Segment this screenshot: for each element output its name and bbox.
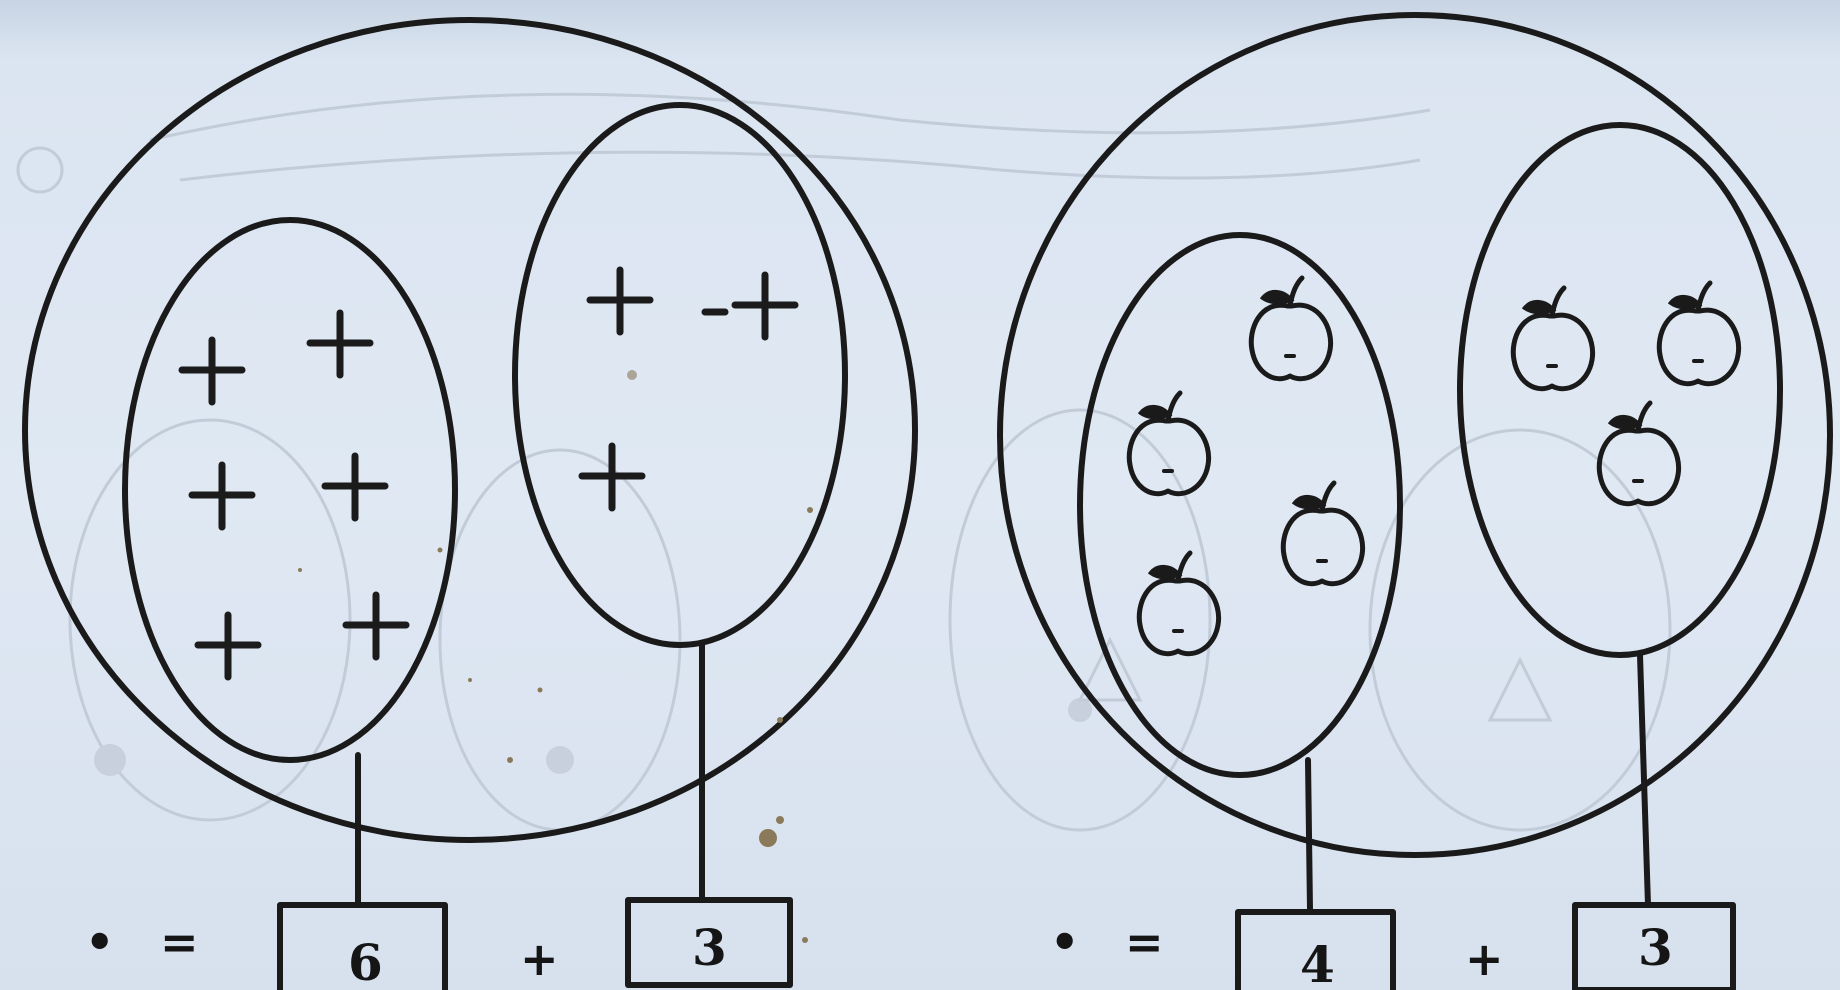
apple-icon bbox=[1283, 483, 1362, 584]
subset-a-oval-right bbox=[1080, 235, 1400, 775]
apple-icon bbox=[1251, 278, 1330, 379]
subset-b-items-left bbox=[582, 270, 795, 508]
plus-mark-icon bbox=[590, 270, 650, 332]
plus-mark-icon bbox=[192, 465, 252, 527]
answer-box-a-value: 4 bbox=[1300, 935, 1335, 990]
equation-bullet: • bbox=[85, 915, 114, 969]
subset-b-items-right bbox=[1513, 283, 1738, 504]
plus-mark-icon bbox=[182, 340, 242, 402]
apple-icon bbox=[1129, 393, 1208, 494]
subset-b-oval-right bbox=[1460, 125, 1780, 655]
equation-equals: = bbox=[1125, 915, 1164, 969]
plus-mark-icon bbox=[310, 313, 370, 375]
connector-line-a-right bbox=[1308, 760, 1310, 910]
equation-bullet: • bbox=[1050, 915, 1079, 969]
plus-mark-icon bbox=[198, 615, 258, 677]
answer-box-b-value: 3 bbox=[692, 918, 727, 977]
apple-icon bbox=[1659, 283, 1738, 384]
equation-left: • = 6 + 3 bbox=[85, 900, 790, 990]
plus-mark-icon bbox=[735, 275, 795, 337]
whole-set-circle-left bbox=[25, 20, 915, 840]
equation-plus: + bbox=[1465, 932, 1504, 986]
subset-b-oval-left bbox=[515, 105, 845, 645]
plus-mark-icon bbox=[346, 595, 406, 657]
plus-mark-icon bbox=[325, 456, 385, 518]
apple-icon bbox=[1599, 403, 1678, 504]
answer-box-b-value: 3 bbox=[1638, 918, 1673, 977]
exercise-left: • = 6 + 3 bbox=[25, 20, 915, 990]
subset-a-oval-left bbox=[125, 220, 455, 760]
answer-box-a-value: 6 bbox=[348, 933, 383, 990]
whole-set-circle-right bbox=[1000, 15, 1830, 855]
equation-equals: = bbox=[160, 915, 199, 969]
apple-icon bbox=[1513, 288, 1592, 389]
equation-right: • = 4 + 3 bbox=[1050, 905, 1733, 990]
equation-plus: + bbox=[520, 932, 559, 986]
connector-line-b-right bbox=[1640, 655, 1648, 905]
subset-a-items-right bbox=[1129, 278, 1362, 654]
subset-a-items-left bbox=[182, 313, 406, 677]
